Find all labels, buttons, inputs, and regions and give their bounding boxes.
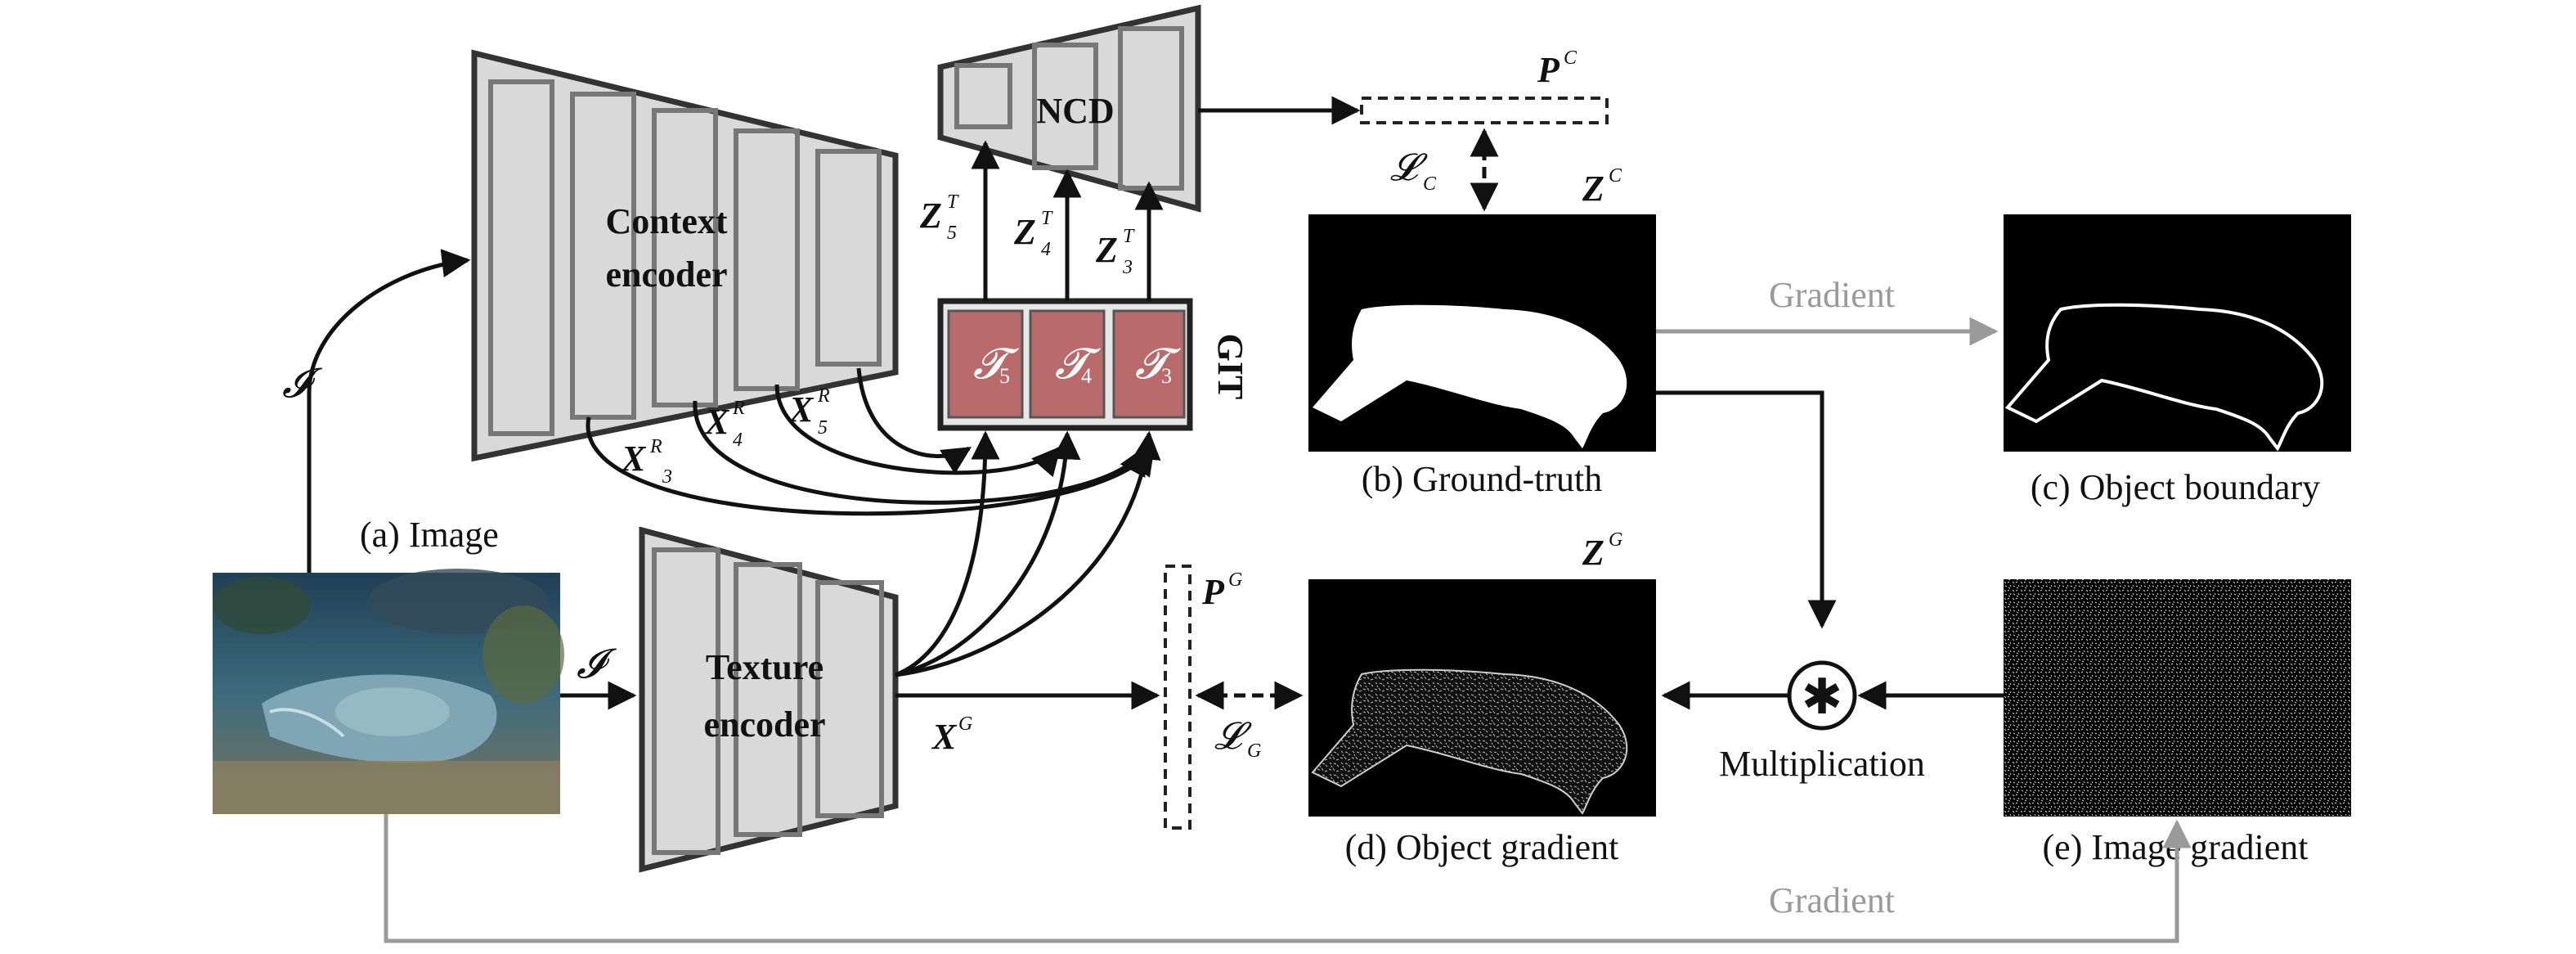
- image-gradient-panel: [2004, 579, 2351, 817]
- pc-vector: [1360, 97, 1609, 124]
- texture-to-git-curves: [895, 430, 1161, 677]
- svg-text:Z: Z: [919, 196, 942, 236]
- caption-ground-truth: (b) Ground-truth: [1362, 459, 1603, 499]
- git-module: 𝓣 5 𝓣 4 𝓣 3 GIT: [937, 298, 1250, 431]
- svg-text:Z: Z: [1582, 533, 1604, 573]
- pg-vector: [1164, 565, 1192, 830]
- git-to-ncd-arrows: [971, 140, 1164, 301]
- git-label: GIT: [1210, 334, 1250, 400]
- image-to-context-arrow: [307, 249, 471, 573]
- input-image: [213, 569, 564, 814]
- svg-text:5: 5: [947, 223, 957, 244]
- pc-label: P C: [1537, 47, 1577, 90]
- context-encoder: Context encoder: [471, 49, 899, 462]
- svg-text:X: X: [703, 402, 730, 442]
- caption-image: (a) Image: [360, 515, 499, 555]
- svg-text:Z: Z: [1582, 169, 1604, 209]
- gradient-top-label: Gradient: [1769, 275, 1895, 315]
- caption-object-boundary: (c) Object boundary: [2031, 467, 2320, 507]
- svg-text:X: X: [788, 389, 815, 430]
- zt3-label: Z T 3: [1095, 226, 1135, 278]
- zt4-label: Z T 4: [1013, 208, 1053, 260]
- gt-to-mult-arrow: [1656, 390, 1837, 629]
- lc-label: 𝓛 C: [1390, 146, 1437, 195]
- gradient-bottom-arrow: [384, 814, 2192, 943]
- xr5-label: X R 5: [788, 385, 830, 439]
- svg-text:5: 5: [999, 364, 1010, 388]
- svg-text:R: R: [732, 398, 745, 419]
- svg-text:C: C: [1609, 165, 1622, 187]
- svg-text:T: T: [947, 191, 959, 213]
- multiply-icon: ✱: [1802, 668, 1842, 726]
- svg-text:G: G: [1228, 569, 1242, 591]
- object-gradient-panel: [1308, 579, 1656, 817]
- context-encoder-label-2: encoder: [605, 254, 727, 295]
- ncd-label: NCD: [1036, 91, 1114, 131]
- svg-text:R: R: [817, 385, 830, 407]
- multiplication-node: ✱: [1787, 660, 1857, 731]
- svg-text:C: C: [1423, 173, 1437, 195]
- xr4-label: X R 4: [703, 398, 745, 451]
- svg-text:G: G: [1609, 529, 1622, 551]
- svg-text:P: P: [1201, 572, 1225, 612]
- gradient-bottom-label: Gradient: [1769, 880, 1895, 920]
- svg-text:T: T: [1123, 226, 1135, 247]
- svg-text:4: 4: [733, 430, 743, 451]
- zc-label: Z C: [1582, 165, 1622, 209]
- svg-text:3: 3: [662, 466, 672, 488]
- svg-text:4: 4: [1081, 364, 1092, 388]
- context-encoder-label-1: Context: [605, 201, 727, 241]
- svg-text:C: C: [1564, 47, 1577, 69]
- xg-label: X G: [931, 713, 972, 757]
- svg-text:Z: Z: [1095, 230, 1118, 270]
- ncd-module: NCD: [937, 4, 1201, 213]
- zg-label: Z G: [1582, 529, 1622, 573]
- texture-encoder-label-2: encoder: [703, 704, 825, 745]
- multiplication-label: Multiplication: [1719, 744, 1925, 784]
- svg-text:4: 4: [1041, 239, 1051, 260]
- input-symbol-mid: 𝓘: [577, 641, 617, 686]
- zt5-label: Z T 5: [919, 191, 959, 244]
- texture-encoder-label-1: Texture: [706, 647, 824, 687]
- svg-text:Z: Z: [1013, 212, 1036, 252]
- xr3-label: X R 3: [620, 436, 672, 488]
- ground-truth-panel: [1308, 214, 1656, 452]
- svg-text:5: 5: [818, 417, 828, 439]
- svg-text:X: X: [620, 439, 647, 479]
- svg-text:R: R: [649, 436, 662, 457]
- caption-object-gradient: (d) Object gradient: [1345, 827, 1619, 867]
- svg-text:G: G: [1247, 740, 1261, 762]
- svg-text:3: 3: [1161, 364, 1172, 388]
- svg-text:X: X: [931, 717, 958, 757]
- pg-label: P G: [1201, 569, 1242, 612]
- texture-encoder: Texture encoder: [639, 526, 899, 873]
- svg-text:G: G: [958, 713, 972, 735]
- svg-text:T: T: [1041, 208, 1053, 229]
- svg-text:3: 3: [1122, 257, 1133, 278]
- context-to-git-curves: [586, 367, 1156, 516]
- lg-label: 𝓛 G: [1214, 715, 1261, 762]
- object-boundary-panel: [2004, 214, 2351, 452]
- svg-text:P: P: [1537, 50, 1560, 90]
- input-symbol-top: 𝓘: [282, 360, 323, 406]
